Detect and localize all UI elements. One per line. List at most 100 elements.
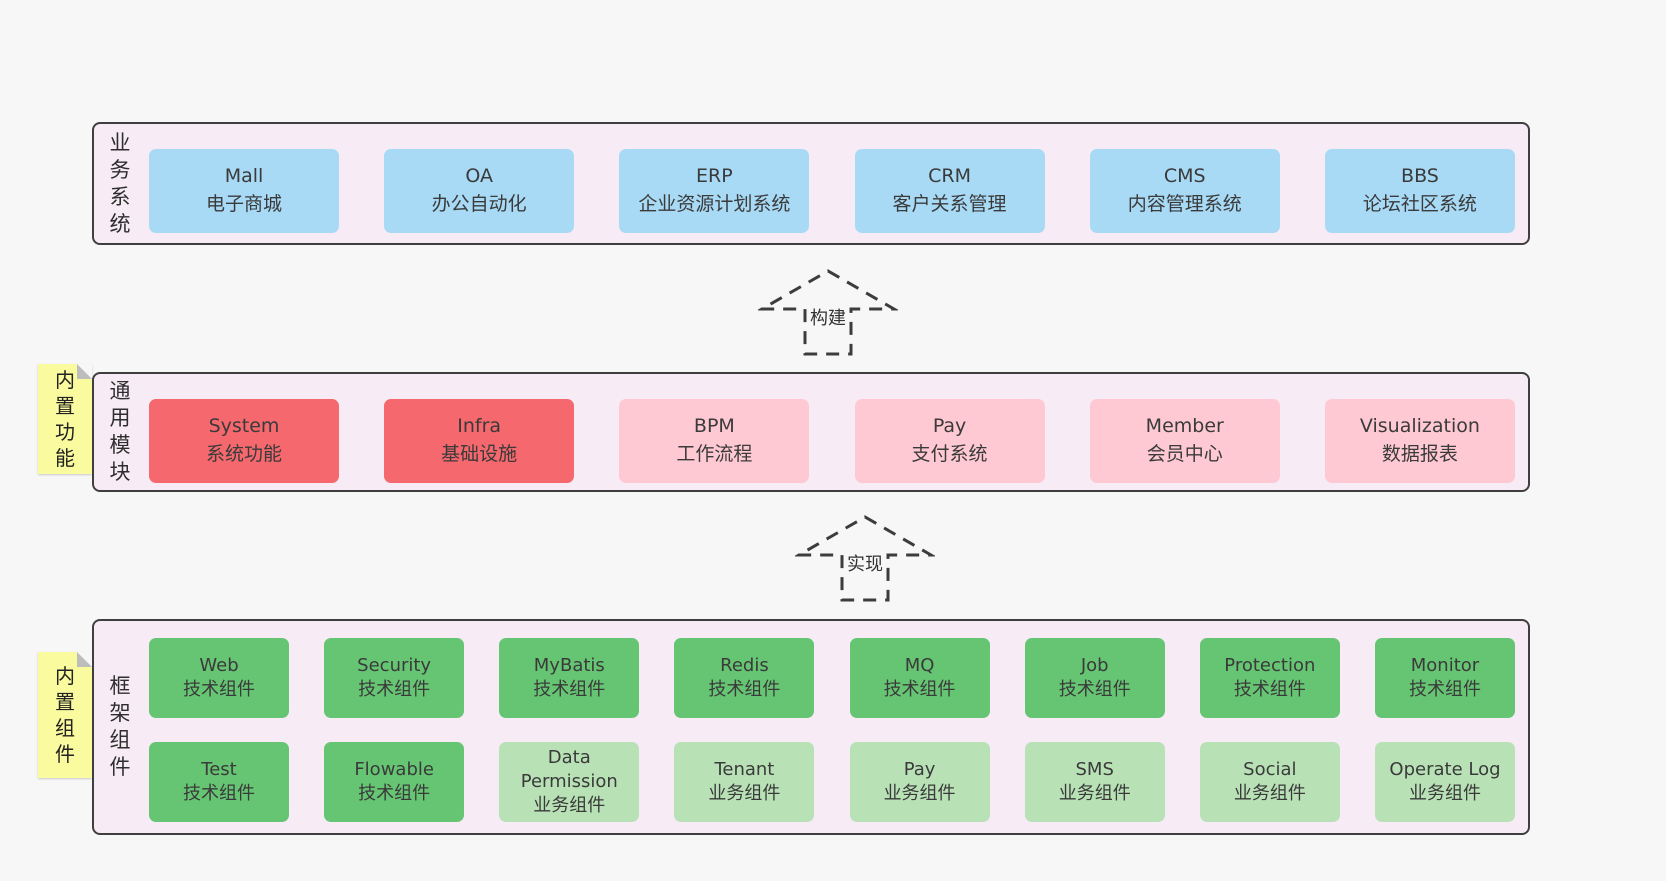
box-subtitle: 业务组件	[883, 783, 956, 804]
box-visualization: Visualization 数据报表	[1324, 399, 1515, 483]
box-title: MyBatis	[533, 654, 605, 676]
box-data-permission: Data Permission 业务组件	[499, 742, 640, 822]
box-member: Member 会员中心	[1089, 399, 1280, 483]
box-pay: Pay 支付系统	[854, 399, 1045, 483]
box-erp: ERP 企业资源计划系统	[619, 149, 810, 233]
framework-components-row-2: Test 技术组件 Flowable 技术组件 Data Permission …	[149, 742, 1515, 822]
box-title: Protection	[1224, 654, 1316, 676]
layer-label-common-modules: 通用模块	[109, 379, 131, 484]
box-mq: MQ 技术组件	[849, 638, 990, 718]
box-title: Member	[1145, 415, 1224, 438]
box-infra: Infra 基础设施	[384, 399, 575, 483]
box-title: Tenant	[714, 758, 775, 780]
box-subtitle: 企业资源计划系统	[638, 193, 791, 215]
box-subtitle: 技术组件	[883, 679, 956, 700]
box-job: Job 技术组件	[1024, 638, 1165, 718]
arrow-implement-label: 实现	[844, 550, 886, 576]
box-subtitle: 论坛社区系统	[1362, 193, 1477, 215]
dashed-up-arrow-icon	[795, 515, 935, 602]
layer-common-modules: 通用模块 System 系统功能 Infra 基础设施 BPM 工作流程 Pay…	[92, 372, 1530, 492]
box-system: System 系统功能	[149, 399, 339, 483]
box-subtitle: 业务组件	[1058, 783, 1131, 804]
box-subtitle: 技术组件	[183, 783, 255, 804]
box-redis: Redis 技术组件	[674, 638, 815, 718]
arrow-build-label: 构建	[807, 304, 849, 330]
box-pay-biz: Pay 业务组件	[849, 742, 990, 822]
dashed-up-arrow-icon	[758, 269, 898, 356]
box-title: Data Permission	[520, 746, 618, 792]
arrow-implement: 实现	[795, 512, 935, 604]
box-subtitle: 电子商城	[205, 193, 282, 215]
box-test: Test 技术组件	[149, 742, 289, 822]
box-subtitle: 工作流程	[676, 443, 753, 465]
box-subtitle: 支付系统	[911, 443, 988, 465]
box-operate-log: Operate Log 业务组件	[1374, 742, 1515, 822]
box-subtitle: 技术组件	[533, 679, 606, 700]
box-subtitle: 基础设施	[441, 443, 518, 465]
box-title: Test	[201, 758, 237, 780]
box-title: Web	[199, 654, 239, 676]
box-flowable: Flowable 技术组件	[324, 742, 465, 822]
box-subtitle: 技术组件	[358, 783, 431, 804]
box-title: Operate Log	[1389, 758, 1501, 780]
box-crm: CRM 客户关系管理	[854, 149, 1045, 233]
box-title: Job	[1080, 654, 1109, 676]
layer-business-systems: 业务系统 Mall 电子商城 OA 办公自动化 ERP 企业资源计划系统 CRM…	[92, 122, 1530, 245]
box-title: CRM	[928, 165, 971, 188]
box-mybatis: MyBatis 技术组件	[499, 638, 640, 718]
box-title: Pay	[903, 758, 936, 780]
box-title: Flowable	[354, 758, 434, 780]
box-title: Mall	[224, 165, 264, 188]
box-bbs: BBS 论坛社区系统	[1324, 149, 1515, 233]
box-bpm: BPM 工作流程	[619, 399, 810, 483]
box-subtitle: 技术组件	[183, 679, 255, 700]
box-subtitle: 办公自动化	[431, 193, 527, 215]
box-title: Security	[357, 654, 432, 676]
box-title: Social	[1243, 758, 1297, 780]
sticky-built-in-features-label: 内置功能	[55, 368, 75, 470]
box-monitor: Monitor 技术组件	[1374, 638, 1515, 718]
box-subtitle: 技术组件	[1058, 679, 1131, 700]
sticky-built-in-components-label: 内置组件	[55, 664, 75, 766]
box-title: BPM	[693, 415, 735, 438]
sticky-built-in-features: 内置功能	[38, 364, 92, 474]
box-title: Infra	[457, 415, 502, 438]
box-subtitle: 技术组件	[1233, 679, 1306, 700]
box-subtitle: 技术组件	[1408, 679, 1481, 700]
box-protection: Protection 技术组件	[1199, 638, 1340, 718]
layer-label-framework-components: 框架组件	[109, 674, 131, 779]
common-modules-row: System 系统功能 Infra 基础设施 BPM 工作流程 Pay 支付系统…	[149, 399, 1515, 483]
box-subtitle: 技术组件	[358, 679, 431, 700]
box-title: OA	[465, 165, 493, 188]
box-security: Security 技术组件	[324, 638, 465, 718]
box-title: MQ	[904, 654, 935, 676]
box-title: BBS	[1401, 165, 1439, 188]
box-title: CMS	[1163, 165, 1206, 188]
box-subtitle: 业务组件	[533, 795, 606, 817]
layer-framework-components: 框架组件 Web 技术组件 Security 技术组件 MyBatis 技术组件…	[92, 619, 1530, 835]
box-tenant: Tenant 业务组件	[674, 742, 815, 822]
box-subtitle: 数据报表	[1381, 443, 1458, 465]
box-title: Redis	[720, 654, 769, 676]
box-title: Pay	[932, 415, 967, 438]
box-sms: SMS 业务组件	[1024, 742, 1165, 822]
box-title: ERP	[696, 165, 733, 188]
box-oa: OA 办公自动化	[384, 149, 575, 233]
layer-label-business-systems: 业务系统	[109, 130, 131, 236]
framework-components-row-1: Web 技术组件 Security 技术组件 MyBatis 技术组件 Redi…	[149, 638, 1515, 718]
box-subtitle: 业务组件	[1233, 783, 1306, 804]
box-web: Web 技术组件	[149, 638, 289, 718]
box-social: Social 业务组件	[1199, 742, 1340, 822]
box-title: Monitor	[1410, 654, 1480, 676]
box-mall: Mall 电子商城	[149, 149, 339, 233]
box-title: System	[208, 415, 280, 438]
box-subtitle: 客户关系管理	[892, 193, 1007, 215]
business-systems-row: Mall 电子商城 OA 办公自动化 ERP 企业资源计划系统 CRM 客户关系…	[149, 149, 1515, 233]
arrow-build: 构建	[758, 266, 898, 358]
box-subtitle: 业务组件	[708, 783, 781, 804]
box-subtitle: 会员中心	[1146, 443, 1223, 465]
box-cms: CMS 内容管理系统	[1089, 149, 1280, 233]
box-subtitle: 业务组件	[1408, 783, 1481, 804]
box-subtitle: 内容管理系统	[1127, 193, 1242, 215]
